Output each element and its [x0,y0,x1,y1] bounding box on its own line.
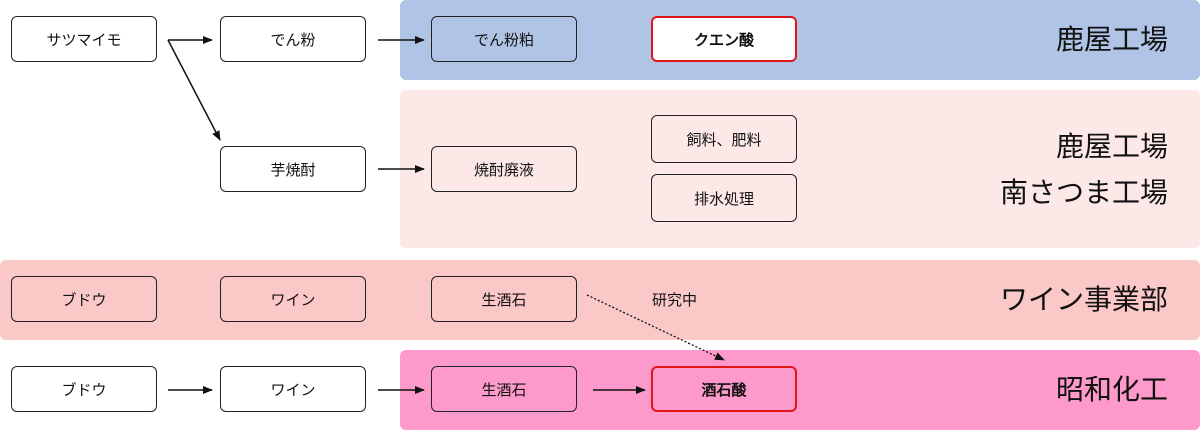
node-tartaric-acid: 酒石酸 [651,366,797,412]
node-budou-showa: ブドウ [11,366,157,412]
node-tartar-showa: 生酒石 [431,366,577,412]
node-imo-shochu: 芋焼酎 [220,146,366,192]
band-title-showa-kako: 昭和化工 [1055,373,1168,406]
node-tartar-wine-division: 生酒石 [431,276,577,322]
node-shochu-hairyo: 焼酎廃液 [431,146,577,192]
arrow-tartar-research [586,294,725,361]
node-wine-showa: ワイン [220,366,366,412]
band-title-kanoya-2: 鹿屋工場 [1055,130,1168,163]
arrow-satsumaimo-shochu [167,39,221,141]
node-feed-fertilizer: 飼料、肥料 [651,115,797,163]
node-budou-wine-division: ブドウ [11,276,157,322]
node-wine-wine-division: ワイン [220,276,366,322]
node-wastewater: 排水処理 [651,174,797,222]
node-citric-acid: クエン酸 [651,16,797,62]
band-title-minamisatsuma: 南さつま工場 [999,176,1168,209]
node-denpun: でん粉 [220,16,366,62]
band-title-kanoya: 鹿屋工場 [1055,23,1168,56]
node-denpunkasu: でん粉粕 [431,16,577,62]
band-wine-division [0,260,1200,340]
node-satsumaimo: サツマイモ [11,16,157,62]
research-note: 研究中 [652,291,698,309]
band-title-wine-division: ワイン事業部 [999,283,1168,316]
